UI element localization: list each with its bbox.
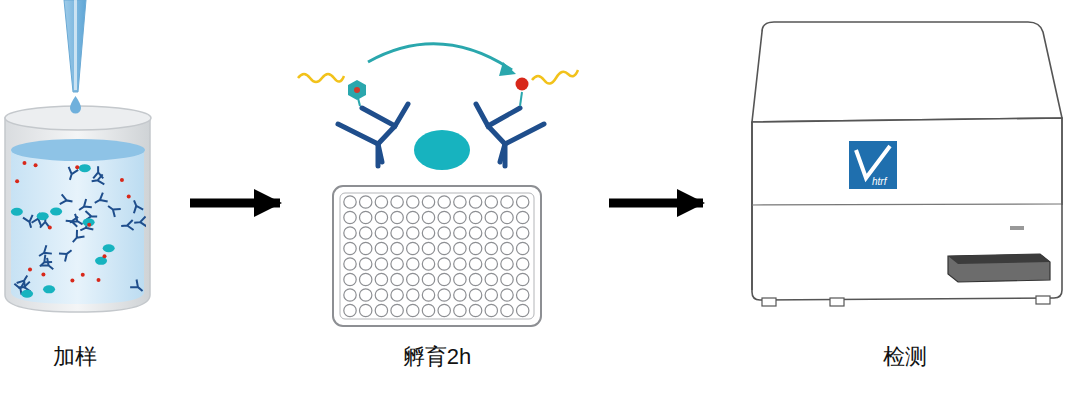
process-step: 检测 <box>705 10 1065 375</box>
htrf-antibodies <box>298 44 578 170</box>
step-caption: 孵育2h <box>403 342 471 372</box>
flow-arrow <box>190 199 280 208</box>
beaker <box>5 106 151 312</box>
flow-arrow <box>609 199 703 208</box>
step-caption: 加样 <box>53 342 97 372</box>
logo-text: htrf <box>872 176 886 187</box>
pipette-tip <box>64 0 86 114</box>
process-step: 加样 <box>0 10 188 375</box>
process-step: 孵育2h <box>282 10 607 375</box>
microplate <box>333 186 541 326</box>
step-caption: 检测 <box>883 342 927 372</box>
htrf-reader <box>752 22 1062 306</box>
